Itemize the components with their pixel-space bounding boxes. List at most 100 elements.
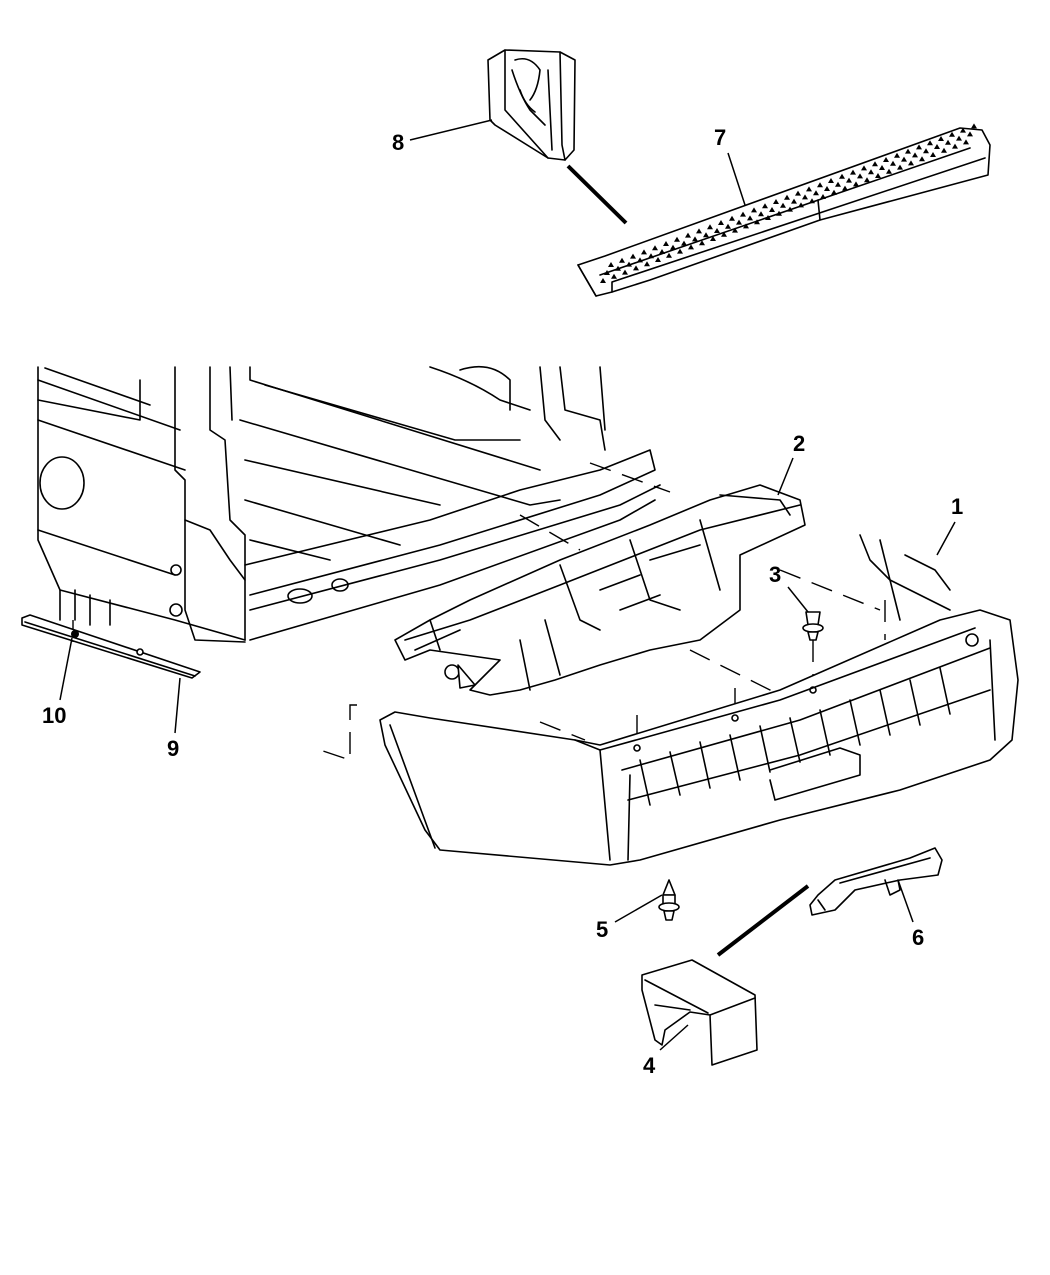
part-7-step-pad	[577, 123, 991, 297]
tread-stud	[692, 236, 698, 242]
tread-stud	[655, 257, 661, 262]
leader-9	[174, 677, 181, 734]
step-pad-tread-studs	[600, 123, 977, 283]
tread-stud	[883, 157, 889, 162]
tread-stud	[839, 173, 845, 179]
leader-1	[936, 521, 956, 556]
tread-stud	[699, 240, 705, 246]
tread-stud	[677, 248, 683, 254]
part-8-retaining-clip	[487, 49, 576, 161]
callout-9: 9	[167, 736, 179, 761]
tread-stud	[912, 152, 918, 158]
tread-stud	[780, 202, 786, 208]
tread-stud	[751, 207, 757, 213]
callout-10: 10	[42, 703, 66, 728]
tread-stud	[681, 240, 687, 246]
tread-stud	[633, 265, 639, 271]
fastener-clip	[444, 664, 476, 689]
tread-stud	[787, 206, 793, 212]
tread-stud	[604, 270, 610, 275]
tread-stud	[670, 244, 676, 250]
leader-2	[777, 457, 794, 496]
tread-stud	[762, 203, 768, 209]
tread-stud	[619, 257, 625, 263]
callout-5: 5	[596, 917, 608, 942]
tread-stud	[600, 278, 606, 283]
part-9-lower-seal-strip	[21, 614, 201, 679]
assembly-line-6-4	[716, 884, 810, 957]
tread-stud	[831, 189, 837, 195]
tread-stud	[707, 224, 713, 230]
tread-stud	[923, 148, 929, 154]
tread-stud	[952, 143, 958, 149]
tread-stud	[820, 194, 826, 199]
tread-stud	[611, 273, 617, 279]
tread-stud	[784, 194, 790, 200]
tread-stud	[809, 198, 815, 204]
tread-stud	[754, 219, 760, 225]
tread-stud	[938, 136, 944, 141]
tread-stud	[637, 257, 643, 263]
leader-3	[787, 586, 809, 613]
tread-stud	[824, 186, 830, 191]
tread-stud	[622, 269, 628, 275]
tread-stud	[688, 244, 694, 250]
tread-stud	[791, 198, 797, 204]
tread-stud	[644, 261, 650, 267]
tread-stud	[956, 135, 962, 141]
tread-stud	[971, 123, 977, 129]
leader-6	[897, 879, 914, 923]
tread-stud	[901, 156, 907, 162]
assembly-line-body-2	[589, 462, 671, 493]
part-4-tow-hook-cover	[641, 959, 758, 1066]
callout-7: 7	[714, 125, 726, 150]
assembly-line-bumper	[689, 649, 791, 701]
tread-stud	[916, 144, 922, 150]
tread-stud	[776, 210, 782, 216]
tread-stud	[879, 165, 885, 170]
tread-stud	[769, 207, 775, 212]
tread-stud	[842, 185, 848, 191]
assembly-line-2-bracket	[519, 514, 581, 551]
part-10-fastener-rivet	[71, 630, 144, 656]
tread-stud	[743, 223, 749, 229]
tread-stud	[648, 253, 654, 259]
tread-stud	[894, 152, 900, 158]
tread-stud	[817, 182, 823, 188]
tread-stud	[828, 178, 834, 183]
tread-stud	[747, 215, 753, 221]
leader-7	[727, 152, 746, 206]
tread-stud	[857, 173, 863, 179]
tread-stud	[795, 190, 801, 196]
tread-stud	[710, 236, 716, 241]
tread-stud	[927, 140, 933, 146]
callout-4: 4	[643, 1053, 656, 1078]
leader-4	[659, 1024, 689, 1051]
assembly-line-bumper-left	[539, 721, 586, 741]
tread-stud	[934, 144, 940, 149]
tread-stud	[853, 181, 859, 187]
tread-stud	[798, 202, 804, 208]
tread-stud	[666, 252, 672, 258]
tread-stud	[905, 148, 911, 154]
tread-stud	[714, 228, 720, 233]
callout-2: 2	[793, 431, 805, 456]
tread-stud	[890, 160, 896, 166]
tread-stud	[641, 249, 647, 255]
tread-stud	[729, 215, 735, 221]
tread-stud	[960, 127, 966, 133]
tread-stud	[736, 219, 742, 225]
tread-stud	[846, 177, 852, 183]
callout-8: 8	[392, 130, 404, 155]
leader-8	[409, 119, 493, 141]
tread-stud	[886, 168, 892, 174]
vehicle-body-rear-structure	[37, 365, 661, 643]
tread-stud	[696, 228, 702, 234]
tread-stud	[864, 177, 870, 183]
tread-stud	[758, 211, 764, 217]
assembly-line-8	[566, 164, 628, 225]
tread-stud	[875, 173, 881, 178]
tread-stud	[630, 253, 636, 259]
tread-stud	[659, 249, 665, 254]
